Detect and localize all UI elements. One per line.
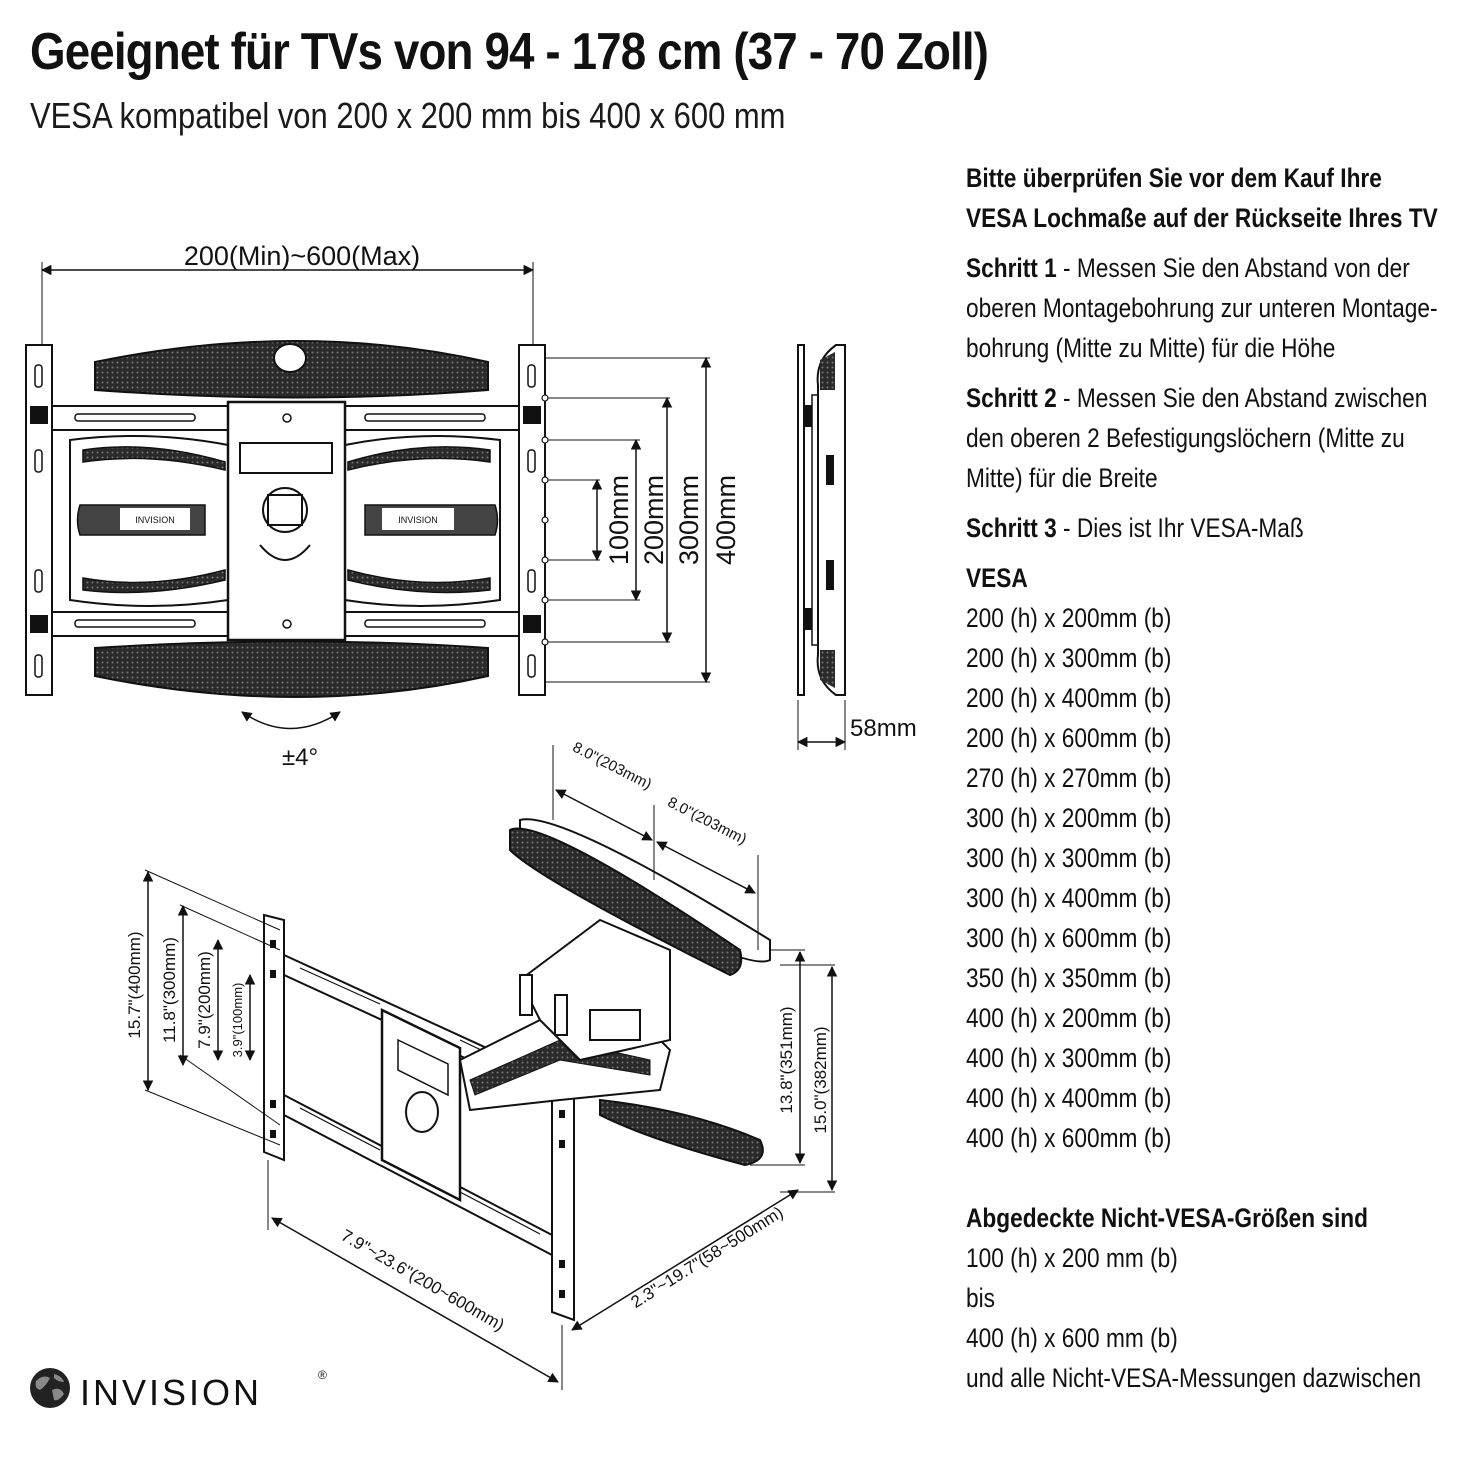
left-wall-rail [25, 344, 53, 696]
arm-segment-1-label: 8.0"(203mm) [570, 739, 655, 793]
height-label-100: 100mm [604, 475, 634, 565]
non-vesa-line: 100 (h) x 200 mm (b) [966, 1243, 1178, 1273]
vesa-size-item: 400 (h) x 200mm (b) [966, 1003, 1172, 1033]
vesa-size-item: 300 (h) x 300mm (b) [966, 843, 1172, 873]
iso-plate-height-label: 15.0"(382mm) [811, 1026, 830, 1133]
non-vesa-line: und alle Nicht-VESA-Messungen dazwischen [966, 1363, 1422, 1393]
right-wall-rail [518, 344, 546, 696]
instructions-panel: Bitte überprüfen Sie vor dem Kauf Ihre V… [966, 158, 1456, 1398]
vesa-size-item: 200 (h) x 200mm (b) [966, 603, 1172, 633]
vesa-size-item: 270 (h) x 270mm (b) [966, 763, 1172, 793]
step-1-text-3: bohrung (Mitte zu Mitte) für die Höhe [966, 333, 1336, 363]
vesa-size-item: 300 (h) x 200mm (b) [966, 803, 1172, 833]
arm-segment-2-label: 8.0"(203mm) [665, 794, 750, 848]
height-label-200: 200mm [639, 475, 669, 565]
step-1-text-2: oberen Montagebohrung zur unteren Montag… [966, 293, 1438, 323]
brand-logo-text: INVISION [80, 1372, 263, 1413]
front-view: 200(Min)~600(Max) [25, 241, 741, 771]
iso-height-300-label: 11.8"(300mm) [160, 937, 179, 1043]
side-view: 58mm [796, 344, 917, 750]
technical-drawing: 200(Min)~600(Max) [25, 241, 917, 1390]
iso-bracket-height-label: 13.8"(351mm) [777, 1006, 796, 1113]
non-vesa-line: bis [966, 1283, 995, 1313]
step-1-line-1: Schritt 1 - Messen Sie den Abstand von d… [966, 248, 1410, 288]
height-label-400: 400mm [711, 475, 741, 565]
step-3-text-1: - Dies ist Ihr VESA-Maß [1056, 513, 1304, 543]
step-2-line-1: Schritt 2 - Messen Sie den Abstand zwisc… [966, 378, 1427, 418]
page-subtitle: VESA kompatibel von 200 x 200 mm bis 400… [30, 95, 786, 136]
vesa-size-item: 300 (h) x 400mm (b) [966, 883, 1172, 913]
non-vesa-line: 400 (h) x 600 mm (b) [966, 1323, 1178, 1353]
vesa-size-item: 300 (h) x 600mm (b) [966, 923, 1172, 953]
vesa-size-item: 400 (h) x 600mm (b) [966, 1123, 1172, 1153]
width-range-label: 200(Min)~600(Max) [184, 241, 420, 271]
intro-line-2: VESA Lochmaße auf der Rückseite Ihres TV [966, 203, 1438, 233]
step-1-label: Schritt 1 [966, 253, 1057, 283]
vesa-size-item: 200 (h) x 400mm (b) [966, 683, 1172, 713]
step-3-label: Schritt 3 [966, 513, 1057, 543]
step-2-text-1: - Messen Sie den Abstand zwischen [1056, 383, 1428, 413]
intro-line-1: Bitte überprüfen Sie vor dem Kauf Ihre [966, 163, 1382, 193]
step-1-text-1: - Messen Sie den Abstand von der [1056, 253, 1410, 283]
arm-brand-right: INVISION [398, 515, 438, 525]
tilt-label: ±4° [282, 744, 318, 771]
iso-extension-label: 2.3"~19.7"(58~500mm) [628, 1203, 787, 1312]
arm-brand-left: INVISION [135, 515, 175, 525]
non-vesa-heading: Abgedeckte Nicht-VESA-Größen sind [966, 1203, 1369, 1233]
vesa-heading: VESA [966, 563, 1028, 593]
vesa-size-list: 200 (h) x 200mm (b) 200 (h) x 300mm (b) … [966, 598, 1456, 1158]
vesa-size-item: 400 (h) x 400mm (b) [966, 1083, 1172, 1113]
height-label-300: 300mm [674, 475, 704, 565]
depth-label: 58mm [850, 715, 917, 742]
vesa-size-item: 400 (h) x 300mm (b) [966, 1043, 1172, 1073]
step-2-label: Schritt 2 [966, 383, 1057, 413]
iso-height-200-label: 7.9"(200mm) [195, 951, 214, 1049]
step-2-text-2: den oberen 2 Befestigungslöchern (Mitte … [966, 423, 1405, 453]
vesa-size-item: 200 (h) x 600mm (b) [966, 723, 1172, 753]
iso-height-100-label: 3.9"(100mm) [230, 983, 245, 1058]
page-title: Geeignet für TVs von 94 - 178 cm (37 - 7… [30, 23, 989, 81]
step-3-line-1: Schritt 3 - Dies ist Ihr VESA-Maß [966, 508, 1378, 548]
registered-mark: ® [318, 1368, 327, 1382]
vesa-size-item: 350 (h) x 350mm (b) [966, 963, 1172, 993]
vesa-size-item: 200 (h) x 300mm (b) [966, 643, 1172, 673]
iso-height-400-label: 15.7"(400mm) [125, 931, 144, 1038]
step-2-text-3: Mitte) für die Breite [966, 463, 1158, 493]
isometric-view: 8.0"(203mm) 8.0"(203mm) 15.7"(400mm) 11.… [125, 739, 838, 1390]
iso-width-range-label: 7.9"~23.6"(200~600mm) [338, 1226, 508, 1335]
globe-icon [30, 1368, 70, 1408]
